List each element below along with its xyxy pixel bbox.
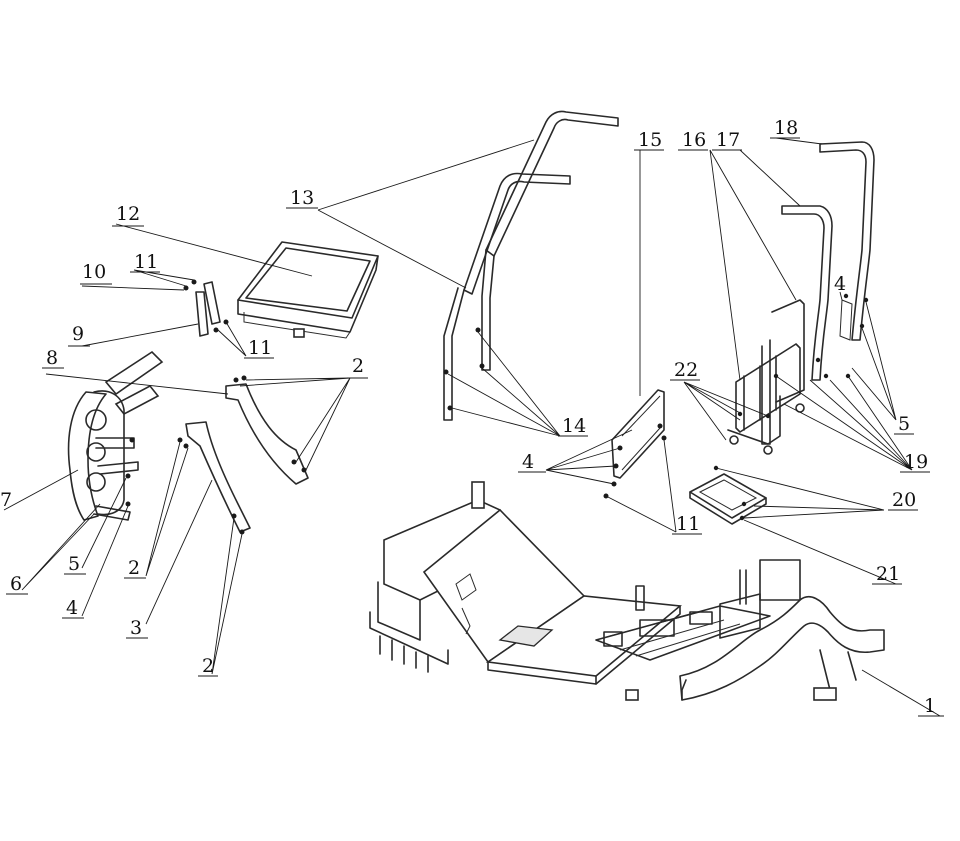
callout-15: 15 xyxy=(634,129,664,151)
callout-13: 13 xyxy=(286,187,318,209)
leader-lines xyxy=(3,137,941,717)
svg-text:19: 19 xyxy=(904,451,928,473)
part-18-rear-bar xyxy=(819,141,875,379)
callout-22: 22 xyxy=(670,359,700,381)
callout-6: 6 xyxy=(6,573,28,595)
svg-text:15: 15 xyxy=(638,129,662,151)
svg-text:21: 21 xyxy=(876,563,900,585)
callout-7: 7 xyxy=(0,489,12,511)
callout-3: 3 xyxy=(126,617,148,639)
svg-text:6: 6 xyxy=(10,573,22,595)
callout-5-left: 5 xyxy=(64,553,86,575)
svg-text:9: 9 xyxy=(72,323,84,345)
callout-labels: 1 2 2 2 3 4 4 4 5 xyxy=(0,117,944,717)
svg-text:13: 13 xyxy=(290,187,314,209)
callout-4-middle: 4 xyxy=(518,451,546,473)
svg-text:4: 4 xyxy=(522,451,534,473)
svg-text:1: 1 xyxy=(924,695,936,717)
callout-4-left: 4 xyxy=(62,597,84,619)
svg-text:12: 12 xyxy=(116,203,140,225)
svg-text:16: 16 xyxy=(682,129,706,151)
svg-text:11: 11 xyxy=(248,337,272,359)
callout-19: 19 xyxy=(900,451,930,473)
svg-text:11: 11 xyxy=(676,513,700,535)
svg-text:11: 11 xyxy=(134,251,158,273)
part-3-straight-arm xyxy=(177,421,251,535)
callout-12: 12 xyxy=(112,203,144,227)
svg-text:5: 5 xyxy=(68,553,80,575)
callout-11-left: 11 xyxy=(244,337,274,359)
callout-2-top: 2 xyxy=(348,355,368,379)
part-12-tray xyxy=(237,241,379,339)
svg-text:7: 7 xyxy=(0,489,12,511)
part-13-roof-bars xyxy=(443,110,619,421)
svg-text:14: 14 xyxy=(562,415,586,437)
callout-11-top: 11 xyxy=(130,251,160,273)
callout-10: 10 xyxy=(80,261,112,285)
callout-2-bottom: 2 xyxy=(198,655,218,677)
svg-text:4: 4 xyxy=(834,273,846,295)
part-15-vertical-panel xyxy=(603,389,667,499)
callout-11-middle: 11 xyxy=(672,513,702,535)
callout-20: 20 xyxy=(888,489,918,511)
part-20-21-plate xyxy=(689,465,767,525)
part-17-rear-bar xyxy=(781,205,833,381)
svg-text:5: 5 xyxy=(898,413,910,435)
part-9-10-brackets xyxy=(183,279,229,337)
svg-text:10: 10 xyxy=(82,261,106,283)
callout-5-right: 5 xyxy=(894,413,914,435)
part-1-chassis xyxy=(369,481,885,701)
callout-14: 14 xyxy=(558,415,588,437)
callout-21: 21 xyxy=(872,563,902,585)
svg-text:18: 18 xyxy=(774,117,798,139)
callout-17: 17 xyxy=(712,129,742,151)
svg-text:2: 2 xyxy=(202,655,214,677)
callout-8: 8 xyxy=(42,347,64,369)
callout-1: 1 xyxy=(918,695,944,717)
callout-16: 16 xyxy=(678,129,708,151)
svg-text:3: 3 xyxy=(130,617,142,639)
callout-18: 18 xyxy=(770,117,800,139)
callout-4-right: 4 xyxy=(834,273,846,295)
svg-text:2: 2 xyxy=(128,557,140,579)
svg-text:17: 17 xyxy=(716,129,740,151)
callout-9: 9 xyxy=(68,323,90,347)
svg-text:8: 8 xyxy=(46,347,58,369)
part-7-front-assembly xyxy=(67,350,164,521)
part-16-22-seat-frames xyxy=(727,299,805,455)
part-8-curved-arm xyxy=(225,375,309,485)
svg-text:2: 2 xyxy=(352,355,364,377)
svg-text:20: 20 xyxy=(892,489,916,511)
callout-2-left: 2 xyxy=(124,557,146,579)
svg-text:4: 4 xyxy=(66,597,78,619)
svg-text:22: 22 xyxy=(674,359,698,381)
